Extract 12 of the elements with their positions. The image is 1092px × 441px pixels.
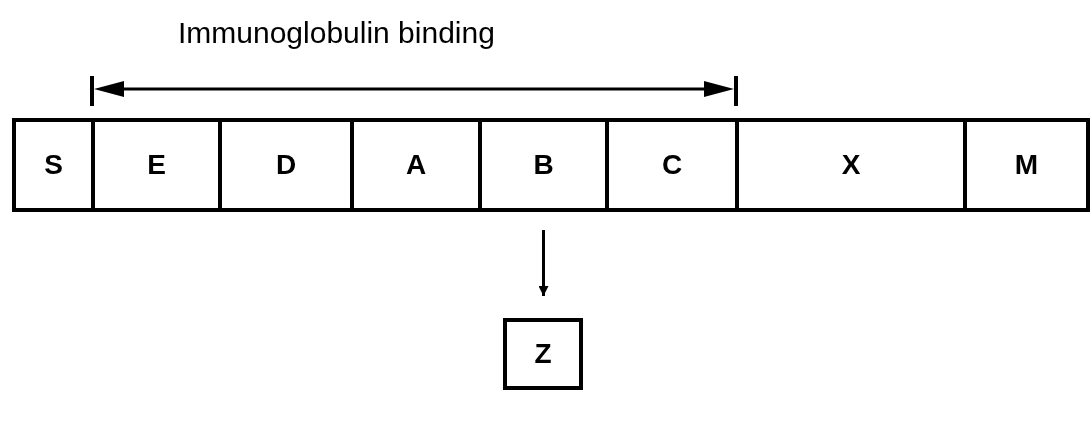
segment-letter: B xyxy=(533,149,554,181)
arrow xyxy=(538,230,549,296)
segment-letter: A xyxy=(405,149,427,181)
segment-letter: D xyxy=(275,149,297,181)
segment-letter: E xyxy=(147,149,166,181)
segment-letter: Z xyxy=(534,338,552,370)
segment-letter: C xyxy=(661,149,683,181)
segment-letter: S xyxy=(44,149,63,181)
segment-letter: M xyxy=(1014,149,1039,181)
segment-letter: X xyxy=(841,149,861,181)
domain-box xyxy=(503,318,583,390)
range-label: Immunoglobulin binding xyxy=(178,16,495,50)
